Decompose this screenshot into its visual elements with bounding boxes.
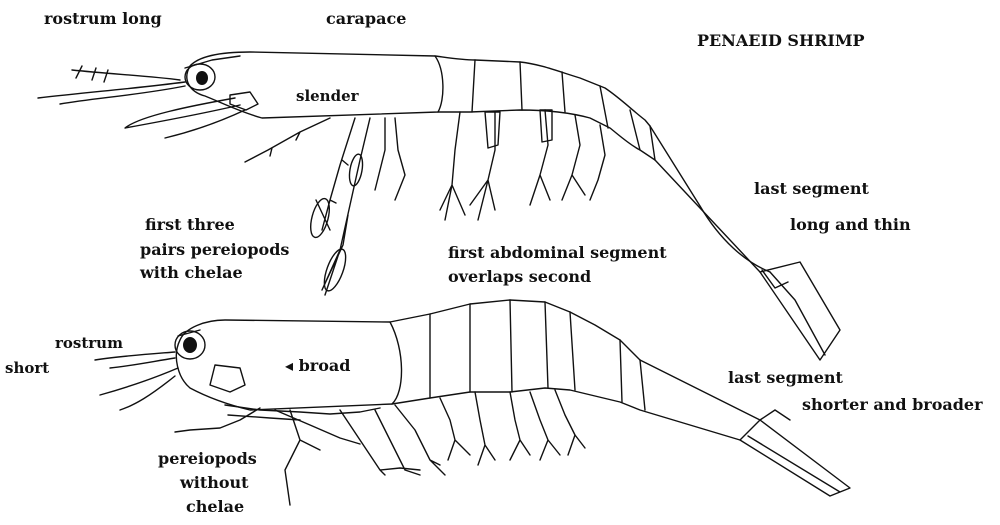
pereiopods-top: [245, 118, 405, 295]
pleopods-top: [440, 110, 605, 220]
telson-bottom: [740, 410, 850, 496]
abdomen-bottom: [390, 300, 760, 420]
label-rostrum-long: rostrum long: [44, 10, 162, 28]
label-rostrum-short-line1: rostrum: [55, 335, 123, 352]
label-pereiopods-line3: chelae: [186, 498, 244, 516]
label-slender: slender: [296, 88, 359, 105]
label-first-three-line1: first three: [145, 216, 235, 234]
label-last-segment-top-line2: long and thin: [790, 216, 911, 234]
label-last-segment-top-line1: last segment: [754, 180, 869, 198]
label-first-three-line2: pairs pereiopods: [140, 241, 289, 259]
label-last-segment-bottom-line2: shorter and broader: [802, 396, 983, 414]
label-first-three-line3: with chelae: [140, 264, 243, 282]
antennae-bottom: [95, 352, 178, 410]
label-broad-text: broad: [299, 356, 351, 375]
label-pereiopods-line2: without: [180, 474, 249, 492]
label-rostrum-short-line2: short: [5, 360, 49, 377]
telson-top: [760, 262, 840, 360]
label-carapace: carapace: [326, 10, 406, 28]
pleopods-bottom: [440, 390, 585, 465]
label-first-abdominal-line1: first abdominal segment: [448, 244, 667, 262]
label-broad: ◂ broad: [285, 357, 350, 375]
label-first-abdominal-line2: overlaps second: [448, 268, 591, 286]
antennae-top: [38, 66, 185, 104]
label-last-segment-bottom-line1: last segment: [728, 369, 843, 387]
rostrum-long: [185, 56, 240, 68]
penaeid-shrimp-drawing: [38, 52, 840, 360]
diagram-title: PENAEID SHRIMP: [697, 32, 865, 50]
label-pereiopods-line1: pereiopods: [158, 450, 257, 468]
